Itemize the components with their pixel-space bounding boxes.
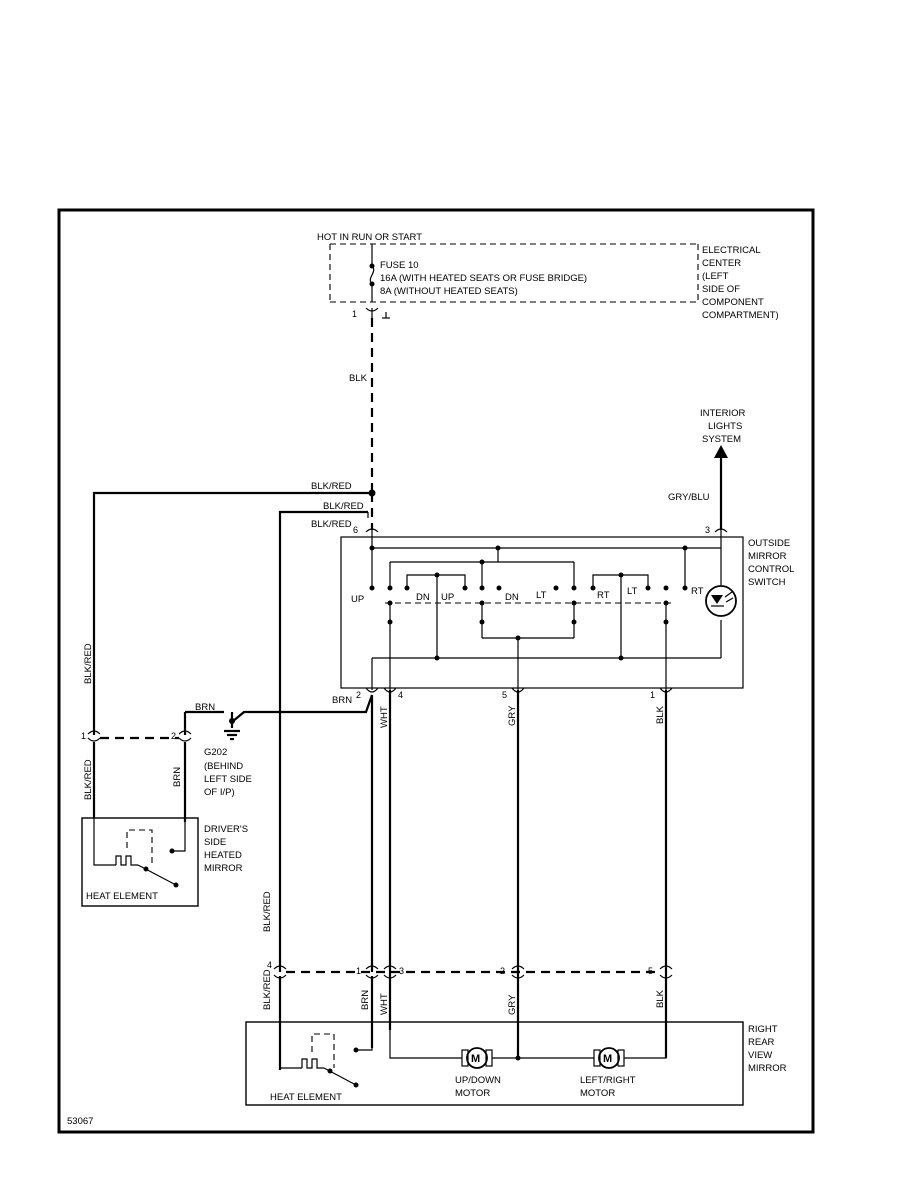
fuse-name: FUSE 10 [380, 260, 419, 271]
left-right-motor-icon [598, 1047, 620, 1069]
svg-text:4: 4 [267, 960, 272, 970]
wire-label-blk-red-right-bottom: BLK/RED [262, 969, 273, 1010]
wire-label-brn-left: BRN [172, 767, 183, 787]
heat-element-icon [115, 855, 138, 866]
interior-lights-system: INTERIOR LIGHTS SYSTEM GRY/BLU [668, 408, 748, 530]
svg-text:1: 1 [356, 966, 361, 976]
switch-body [340, 536, 744, 689]
contact-label-dn-1: DN [416, 592, 430, 603]
fuse-rating-2: 8A (WITHOUT HEATED SEATS) [380, 286, 518, 297]
contact-label-up-2: UP [441, 592, 454, 603]
ground-name: G202 [204, 747, 227, 758]
left-mirror-connector: 1 2 BLK/RED BLK/RED BRN [81, 643, 224, 822]
wire-label-wht-2: WHT [379, 993, 390, 1015]
wire-label-brn-switch: BRN [332, 695, 352, 706]
switch-label: OUTSIDE MIRROR CONTROL SWITCH [748, 538, 797, 588]
up-down-motor-icon [466, 1047, 488, 1069]
fuse-rating-1: 16A (WITH HEATED SEATS OR FUSE BRIDGE) [380, 273, 587, 284]
outside-mirror-control-switch: OUTSIDE MIRROR CONTROL SWITCH 6 3 [340, 525, 797, 700]
wire-label-blk-red-right-top: BLK/RED [262, 891, 273, 932]
wire-label-blk-red-1: BLK/RED [311, 481, 352, 492]
switch-pin-3: 3 [705, 525, 710, 535]
drivers-side-heated-mirror: DRIVER'S SIDE HEATED MIRROR HEAT ELEMENT [81, 817, 251, 907]
fuse-pin-label: 1 [352, 309, 357, 319]
ground-g202: BRN G202 (BEHIND LEFT SIDE OF I/P) [195, 702, 255, 798]
drivers-heat-element-label: HEAT ELEMENT [86, 891, 158, 902]
svg-text:1: 1 [81, 731, 86, 741]
figure-id: 53067 [67, 1116, 93, 1127]
wire-label-blk-2: BLK [655, 705, 666, 724]
wire-blk-red-left [92, 491, 372, 735]
svg-text:2: 2 [171, 731, 176, 741]
wire-label-blk-red-2: BLK/RED [323, 501, 364, 512]
contact-label-lt-2: LT [627, 586, 638, 597]
svg-text:M: M [603, 1053, 612, 1065]
right-rear-view-mirror: RIGHT REAR VIEW MIRROR HEAT ELEMENT M M … [245, 1021, 787, 1106]
diagram-frame [57, 208, 815, 1134]
wire-label-gry-blu: GRY/BLU [668, 492, 710, 503]
right-mirror-label: RIGHT REAR VIEW MIRROR [748, 1024, 787, 1074]
wire-label-blk-red-left-bottom: BLK/RED [83, 759, 94, 800]
wire-label-gry-1: GRY [507, 705, 518, 726]
wire-label-wht-1: WHT [379, 706, 390, 728]
fuse-icon [369, 265, 375, 285]
wire-label-brn-ground: BRN [195, 702, 215, 713]
switch-pin-6: 6 [353, 525, 358, 535]
heat-element-icon [301, 1058, 324, 1069]
electrical-center-label: ELECTRICAL CENTER (LEFT SIDE OF COMPONEN… [702, 245, 779, 321]
contact-label-rt-1: RT [597, 590, 610, 601]
svg-text:5: 5 [648, 966, 653, 976]
wire-label-gry-2: GRY [507, 994, 518, 1015]
arrow-up-icon [714, 445, 728, 458]
left-right-motor-label: LEFT/RIGHT MOTOR [580, 1075, 638, 1099]
svg-text:INTERIOR LIGHTS SY: INTERIOR LIGHTS SYSTEM [700, 408, 748, 445]
svg-text:2: 2 [500, 966, 505, 976]
right-mirror-connector: 4 1 3 2 5 BLK/RED BLK/RED BRN WHT GRY BL… [262, 891, 673, 1070]
switch-pin-2: 2 [356, 690, 361, 700]
contact-label-rt-2: RT [691, 586, 704, 597]
ground-location: (BEHIND LEFT SIDE OF I/P) [204, 761, 255, 798]
switch-pin-5: 5 [502, 690, 507, 700]
wire-label-blk-3: BLK [655, 989, 666, 1008]
wire-brn-ground [231, 694, 374, 723]
electrical-center: HOT IN RUN OR START FUSE 10 16A (WITH HE… [317, 232, 779, 321]
wire-blk-red-right [278, 510, 368, 972]
switch-pin-1: 1 [650, 690, 655, 700]
svg-text:3: 3 [399, 966, 404, 976]
contact-label-lt-1: LT [536, 590, 547, 601]
wire-label-brn-right: BRN [360, 990, 371, 1010]
up-down-motor-label: UP/DOWN MOTOR [455, 1075, 504, 1099]
wire-label-blk-red-3: BLK/RED [311, 519, 352, 530]
contact-label-up-1: UP [351, 594, 364, 605]
hot-label: HOT IN RUN OR START [317, 232, 422, 243]
right-heat-element-label: HEAT ELEMENT [270, 1092, 342, 1103]
wire-label-blk: BLK [349, 373, 368, 384]
wire-label-blk-red-left-top: BLK/RED [83, 643, 94, 684]
switch-pin-4: 4 [398, 690, 403, 700]
lamp-icon [705, 585, 737, 617]
svg-text:M: M [471, 1053, 480, 1065]
drivers-mirror-label: DRIVER'S SIDE HEATED MIRROR [204, 824, 251, 874]
contact-label-dn-2: DN [505, 592, 519, 603]
